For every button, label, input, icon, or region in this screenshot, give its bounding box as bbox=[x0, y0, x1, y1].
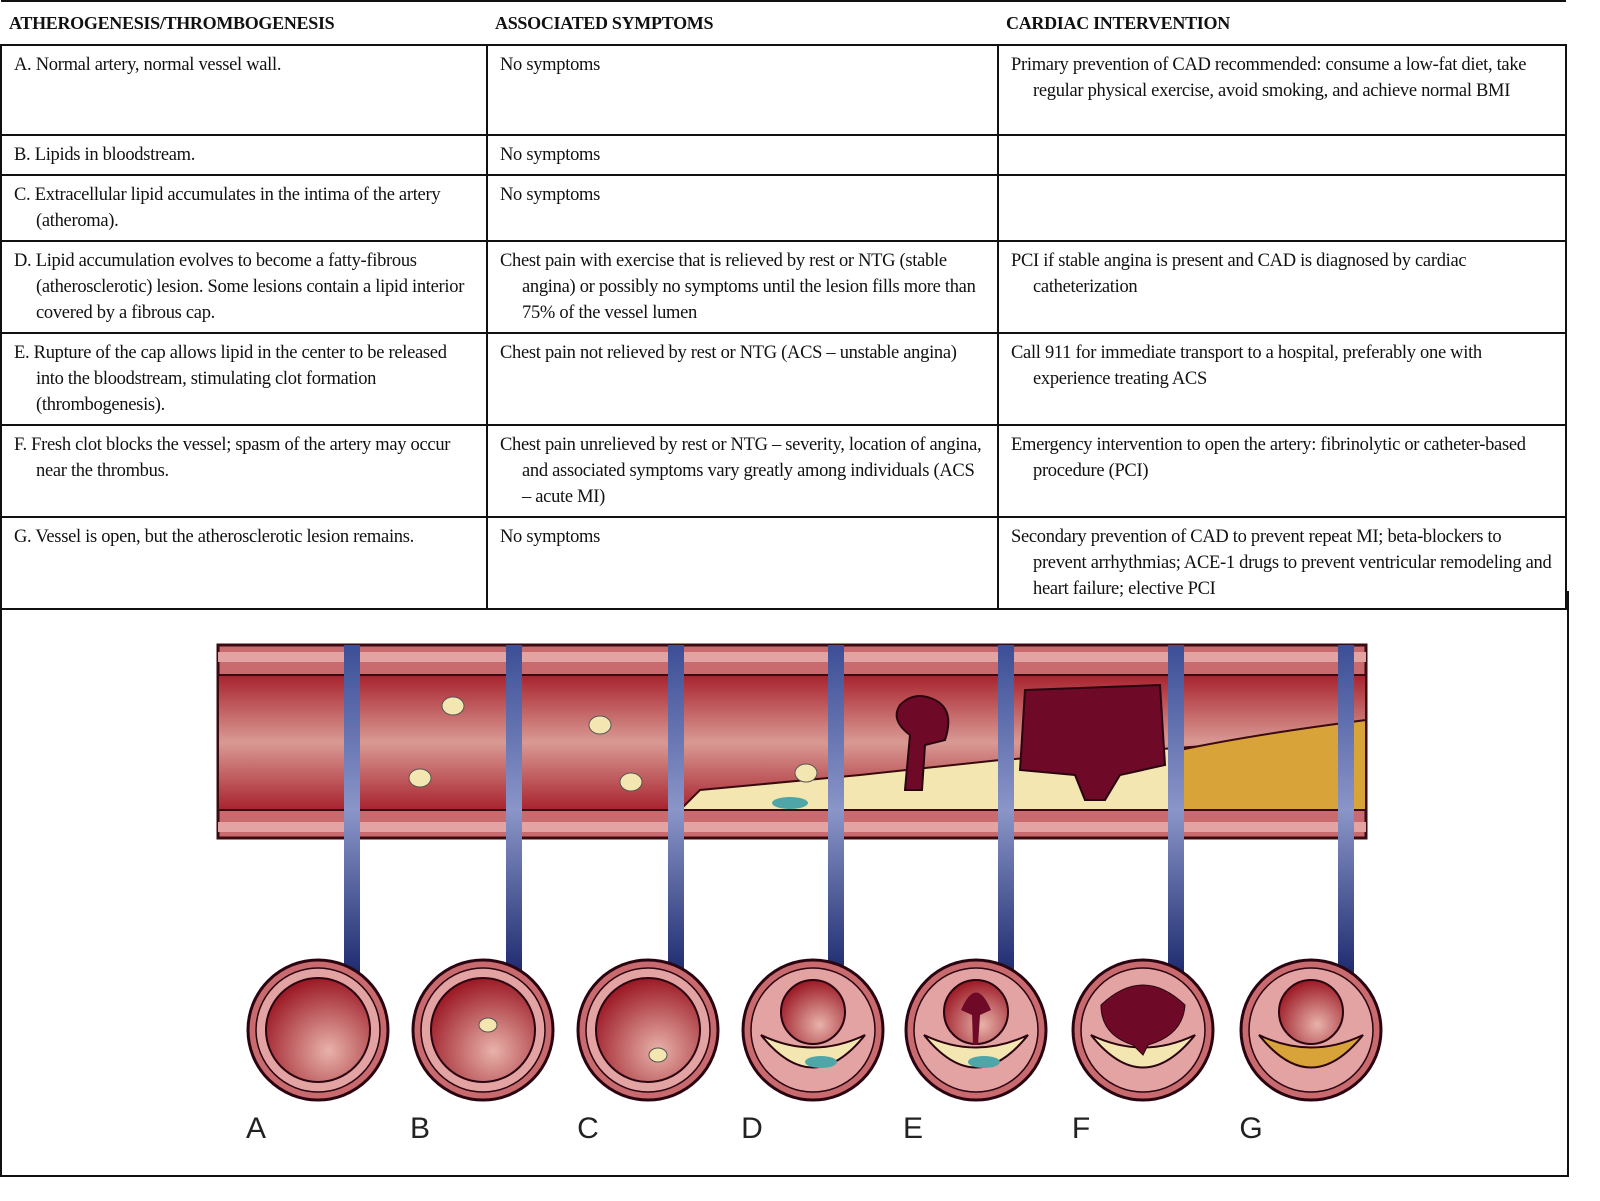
lipid-particle bbox=[619, 772, 643, 792]
table-row: B. Lipids in bloodstream. No symptoms bbox=[0, 134, 1567, 176]
cell-stage: G. Vessel is open, but the atherosclerot… bbox=[0, 516, 488, 610]
connector-bar-c bbox=[668, 645, 684, 975]
cell-symptoms: Chest pain with exercise that is relieve… bbox=[486, 240, 999, 334]
symptoms-text: Chest pain not relieved by rest or NTG (… bbox=[500, 343, 957, 363]
connector-bar-f bbox=[1168, 645, 1184, 975]
cross-section-b bbox=[411, 958, 555, 1102]
cross-section-c bbox=[576, 958, 720, 1102]
table-row: G. Vessel is open, but the atherosclerot… bbox=[0, 516, 1567, 610]
lipid-particle bbox=[408, 768, 432, 788]
cell-symptoms: No symptoms bbox=[486, 44, 999, 136]
connector-bar-b bbox=[506, 645, 522, 975]
stage-label-e: E bbox=[903, 1112, 923, 1145]
stage-text: C. Extracellular lipid accumulates in th… bbox=[14, 185, 441, 231]
stage-label-a: A bbox=[246, 1112, 266, 1145]
symptoms-text: Chest pain unrelieved by rest or NTG – s… bbox=[500, 435, 982, 507]
cell-intervention: Secondary prevention of CAD to prevent r… bbox=[997, 516, 1567, 610]
intervention-text: Secondary prevention of CAD to prevent r… bbox=[1011, 527, 1552, 599]
cell-stage: A. Normal artery, normal vessel wall. bbox=[0, 44, 488, 136]
foam-cell bbox=[772, 797, 808, 809]
lipid-particle bbox=[441, 696, 465, 716]
symptoms-text: No symptoms bbox=[500, 185, 601, 205]
cross-section-f bbox=[1071, 958, 1215, 1102]
table-header-row: ATHEROGENESIS/THROMBOGENESIS ASSOCIATED … bbox=[1, 0, 1566, 46]
stage-label-c: C bbox=[577, 1112, 599, 1145]
cell-intervention: Emergency intervention to open the arter… bbox=[997, 424, 1567, 518]
atherogenesis-table: ATHEROGENESIS/THROMBOGENESIS ASSOCIATED … bbox=[0, 0, 1567, 610]
connector-bar-d bbox=[828, 645, 844, 975]
lipid-particle bbox=[794, 763, 818, 783]
cell-symptoms: No symptoms bbox=[486, 516, 999, 610]
cell-stage: B. Lipids in bloodstream. bbox=[0, 134, 488, 176]
intervention-text: Emergency intervention to open the arter… bbox=[1011, 435, 1526, 481]
cell-symptoms: Chest pain not relieved by rest or NTG (… bbox=[486, 332, 999, 426]
stage-text: B. Lipids in bloodstream. bbox=[14, 145, 196, 165]
cell-intervention bbox=[997, 134, 1567, 176]
stage-label-b: B bbox=[410, 1112, 430, 1145]
cell-stage: C. Extracellular lipid accumulates in th… bbox=[0, 174, 488, 242]
connector-bar-a bbox=[344, 645, 360, 975]
thrombus-e bbox=[895, 695, 950, 791]
stage-text: F. Fresh clot blocks the vessel; spasm o… bbox=[14, 435, 451, 481]
cross-section-a bbox=[246, 958, 390, 1102]
header-symptoms: ASSOCIATED SYMPTOMS bbox=[487, 0, 998, 46]
cell-stage: E. Rupture of the cap allows lipid in th… bbox=[0, 332, 488, 426]
cell-intervention: Primary prevention of CAD recommended: c… bbox=[997, 44, 1567, 136]
table-row: E. Rupture of the cap allows lipid in th… bbox=[0, 332, 1567, 426]
longitudinal-vessel bbox=[216, 643, 1368, 840]
cell-intervention: PCI if stable angina is present and CAD … bbox=[997, 240, 1567, 334]
occlusive-clot-f bbox=[1018, 683, 1167, 801]
stage-label-g: G bbox=[1239, 1112, 1262, 1145]
intervention-text: PCI if stable angina is present and CAD … bbox=[1011, 251, 1467, 297]
intervention-text: Primary prevention of CAD recommended: c… bbox=[1011, 55, 1527, 101]
cell-stage: D. Lipid accumulation evolves to become … bbox=[0, 240, 488, 334]
intervention-text: Call 911 for immediate transport to a ho… bbox=[1011, 343, 1482, 389]
cell-symptoms: No symptoms bbox=[486, 134, 999, 176]
table-row: C. Extracellular lipid accumulates in th… bbox=[0, 174, 1567, 242]
table-row: D. Lipid accumulation evolves to become … bbox=[0, 240, 1567, 334]
stage-text: E. Rupture of the cap allows lipid in th… bbox=[14, 343, 447, 415]
connector-bar-e bbox=[998, 645, 1014, 975]
stage-text: A. Normal artery, normal vessel wall. bbox=[14, 55, 282, 75]
stage-text: G. Vessel is open, but the atherosclerot… bbox=[14, 527, 414, 547]
table-row: A. Normal artery, normal vessel wall. No … bbox=[0, 44, 1567, 136]
header-intervention: CARDIAC INTERVENTION bbox=[998, 0, 1566, 46]
stage-label-d: D bbox=[741, 1112, 763, 1145]
cell-intervention: Call 911 for immediate transport to a ho… bbox=[997, 332, 1567, 426]
header-atherogenesis: ATHEROGENESIS/THROMBOGENESIS bbox=[1, 0, 487, 46]
symptoms-text: Chest pain with exercise that is relieve… bbox=[500, 251, 976, 323]
cross-section-e bbox=[904, 958, 1048, 1102]
symptoms-text: No symptoms bbox=[500, 55, 601, 75]
cell-stage: F. Fresh clot blocks the vessel; spasm o… bbox=[0, 424, 488, 518]
cross-section-g bbox=[1239, 958, 1383, 1102]
cross-section-d bbox=[741, 958, 885, 1102]
cell-intervention bbox=[997, 174, 1567, 242]
calcified-plaque bbox=[1179, 718, 1367, 811]
symptoms-text: No symptoms bbox=[500, 145, 601, 165]
symptoms-text: No symptoms bbox=[500, 527, 601, 547]
stage-label-f: F bbox=[1072, 1112, 1090, 1145]
lipid-particle bbox=[588, 715, 612, 735]
stage-text: D. Lipid accumulation evolves to become … bbox=[14, 251, 465, 323]
cell-symptoms: Chest pain unrelieved by rest or NTG – s… bbox=[486, 424, 999, 518]
connector-bar-g bbox=[1338, 645, 1354, 975]
figure-panel bbox=[0, 591, 1569, 1177]
table-row: F. Fresh clot blocks the vessel; spasm o… bbox=[0, 424, 1567, 518]
cell-symptoms: No symptoms bbox=[486, 174, 999, 242]
